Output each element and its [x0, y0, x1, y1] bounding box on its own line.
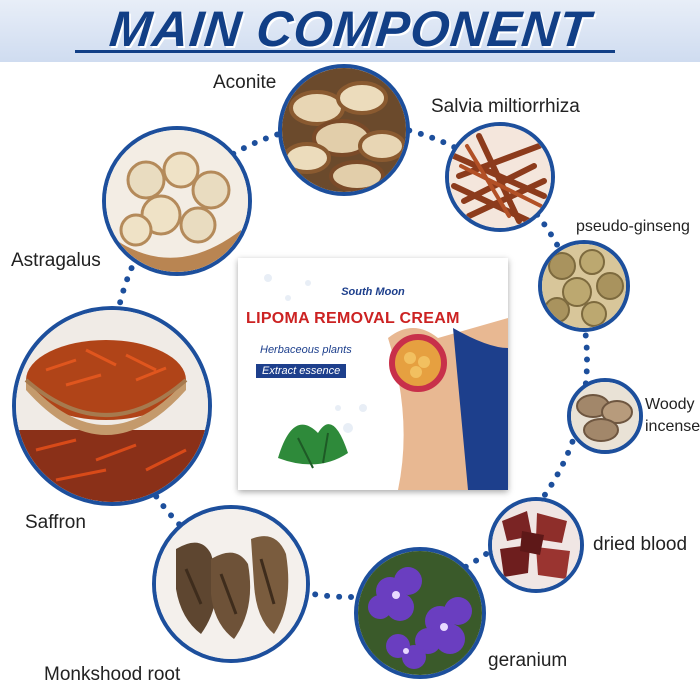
- label-dried-blood: dried blood: [593, 534, 688, 555]
- label-aconite: Aconite: [213, 72, 277, 93]
- monkshood-photo: [152, 505, 310, 663]
- title-underline: [75, 50, 615, 53]
- salvia-root-icon: [449, 126, 551, 228]
- product-bullet-1: Herbaceous plants: [260, 344, 352, 356]
- label-saffron: Saffron: [25, 512, 86, 533]
- woody-incense-photo: [567, 378, 643, 454]
- dried-blood-photo: [488, 497, 584, 593]
- astragalus-photo: [102, 126, 252, 276]
- product-bullet-2: Extract essence: [256, 364, 347, 378]
- saffron-photo: [12, 306, 212, 506]
- monkshood-root-icon: [156, 509, 306, 659]
- astragalus-slices-icon: [106, 130, 248, 272]
- geranium-photo: [354, 547, 486, 679]
- label-astragalus: Astragalus: [11, 250, 101, 271]
- pseudo-ginseng-icon: [542, 244, 626, 328]
- dried-blood-icon: [492, 501, 580, 589]
- pseudo-ginseng-photo: [538, 240, 630, 332]
- salvia-photo: [445, 122, 555, 232]
- saffron-bowl-icon: [16, 310, 208, 502]
- label-woody: Woody: [645, 396, 695, 413]
- label-geranium: geranium: [488, 650, 568, 671]
- woody-incense-icon: [571, 382, 639, 450]
- label-salvia: Salvia miltiorrhiza: [431, 96, 580, 117]
- aconite-slices-icon: [282, 68, 406, 192]
- geranium-flower-icon: [358, 551, 482, 675]
- label-monkshood: Monkshood root: [44, 664, 181, 685]
- product-brand: South Moon: [341, 286, 405, 298]
- product-box: South Moon LIPOMA REMOVAL CREAM Herbaceo…: [238, 258, 508, 490]
- header-banner: MAIN COMPONENT: [0, 0, 700, 62]
- label-incense: incense: [645, 418, 700, 435]
- label-pseudo-ginseng: pseudo-ginseng: [576, 218, 690, 235]
- aconite-photo: [278, 64, 410, 196]
- product-title: LIPOMA REMOVAL CREAM: [246, 310, 460, 327]
